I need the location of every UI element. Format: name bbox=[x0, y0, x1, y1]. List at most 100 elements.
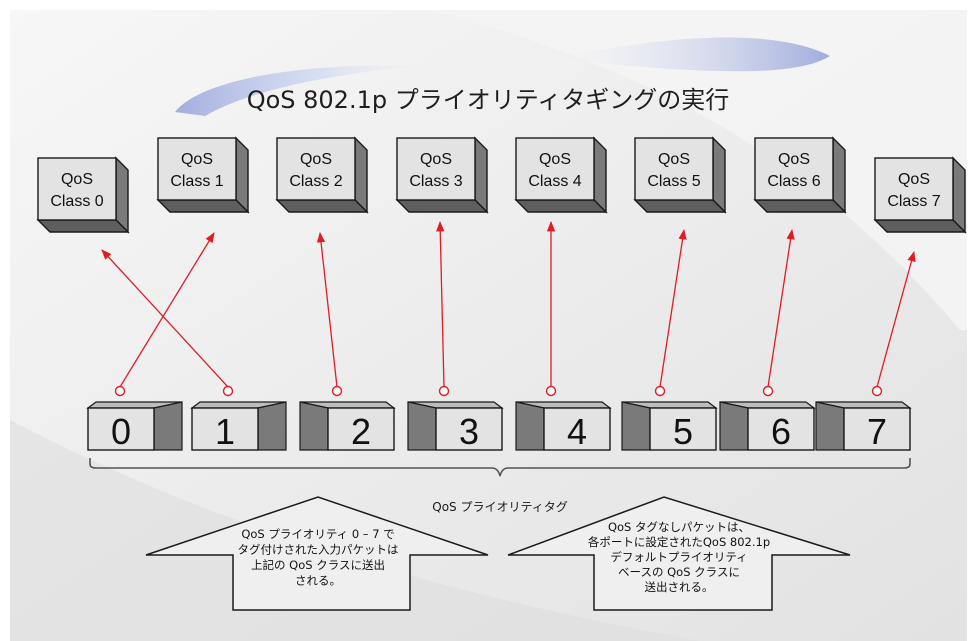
callout-right-shape bbox=[507, 496, 851, 611]
priority-tag-box-5: 5 bbox=[621, 401, 718, 452]
arrow-origin-dot bbox=[871, 385, 883, 397]
class-label-line1: QoS bbox=[898, 171, 930, 188]
mapping-arrow-2 bbox=[316, 231, 338, 388]
box-bottom-face bbox=[633, 199, 727, 213]
priority-tag-box-4: 4 bbox=[515, 401, 612, 452]
box-bottom-face bbox=[36, 219, 130, 233]
mapping-arrow-1 bbox=[101, 249, 229, 388]
box-front-face bbox=[874, 157, 954, 221]
swoosh-right bbox=[560, 37, 830, 72]
priority-tag-boxes: 0 1 2 3 4 5 6 7 bbox=[86, 401, 912, 452]
box-front-face bbox=[276, 137, 356, 201]
tag-side-face bbox=[407, 401, 437, 451]
tag-side-face bbox=[515, 401, 545, 451]
arrow-origin-dot bbox=[331, 385, 343, 397]
tag-number: 3 bbox=[459, 411, 479, 452]
tag-number: 1 bbox=[215, 411, 235, 452]
class-label-line1: QoS bbox=[539, 151, 571, 168]
qos-class-box-5: QoS Class 5 bbox=[633, 136, 727, 214]
priority-tag-box-2: 2 bbox=[299, 401, 396, 452]
priority-tag-box-3: 3 bbox=[407, 401, 504, 452]
tag-side-face bbox=[257, 401, 287, 451]
mapping-arrow-5 bbox=[659, 228, 687, 388]
background-swirl-bottom bbox=[10, 420, 700, 641]
box-front-face bbox=[515, 137, 595, 201]
tag-front-face bbox=[843, 407, 911, 451]
box-front-face bbox=[37, 157, 117, 221]
tag-side-face bbox=[815, 401, 845, 451]
tag-group-brace bbox=[89, 458, 911, 477]
tag-side-face bbox=[153, 401, 183, 451]
class-label-line2: Class 7 bbox=[887, 193, 940, 210]
mapping-arrow-6 bbox=[767, 228, 795, 388]
tag-number: 6 bbox=[771, 411, 791, 452]
tag-side-face bbox=[621, 401, 651, 451]
arrow-origin-dot bbox=[222, 385, 234, 397]
arrow-origin-dot bbox=[762, 385, 774, 397]
box-bottom-face bbox=[275, 199, 369, 213]
class-label-line2: Class 4 bbox=[528, 173, 581, 190]
priority-tag-box-0: 0 bbox=[86, 401, 183, 452]
class-label-line2: Class 0 bbox=[50, 193, 103, 210]
tag-side-face bbox=[299, 401, 329, 451]
class-label-line2: Class 2 bbox=[289, 173, 342, 190]
class-label-line2: Class 6 bbox=[767, 173, 820, 190]
box-bottom-face bbox=[873, 219, 967, 233]
box-front-face bbox=[754, 137, 834, 201]
tag-number: 0 bbox=[111, 411, 131, 452]
class-label-line2: Class 1 bbox=[170, 173, 223, 190]
qos-class-boxes: QoS Class 0 QoS Class 1 QoS Class 2 QoS Class 3… bbox=[36, 136, 967, 234]
qos-class-box-0: QoS Class 0 bbox=[36, 156, 130, 234]
class-label-line1: QoS bbox=[658, 151, 690, 168]
box-bottom-face bbox=[156, 199, 250, 213]
callout-1-line: デフォルトプライオリティ bbox=[610, 550, 747, 564]
qos-class-box-3: QoS Class 3 bbox=[395, 136, 489, 214]
tag-number: 7 bbox=[867, 411, 887, 452]
mapping-arrow-7 bbox=[876, 250, 916, 388]
box-bottom-face bbox=[514, 199, 608, 213]
class-label-line1: QoS bbox=[300, 151, 332, 168]
class-label-line1: QoS bbox=[61, 171, 93, 188]
background-swirl bbox=[430, 10, 967, 330]
class-label-line1: QoS bbox=[420, 151, 452, 168]
callout-left-shape bbox=[145, 496, 489, 611]
tag-front-face bbox=[543, 407, 611, 451]
arrow-origin-dot bbox=[654, 385, 666, 397]
qos-class-box-6: QoS Class 6 bbox=[753, 136, 847, 214]
qos-class-box-4: QoS Class 4 bbox=[514, 136, 608, 214]
callout-1-line: QoS タグなしパケットは、 bbox=[608, 520, 750, 534]
class-label-line2: Class 5 bbox=[647, 173, 700, 190]
tag-side-face bbox=[719, 401, 749, 451]
tag-front-face bbox=[435, 407, 503, 451]
box-front-face bbox=[396, 137, 476, 201]
mapping-arrow-3 bbox=[436, 220, 445, 388]
priority-tag-box-6: 6 bbox=[719, 401, 816, 452]
mapping-arrows bbox=[101, 220, 916, 397]
priority-tag-box-1: 1 bbox=[190, 401, 287, 452]
swoosh-left bbox=[175, 65, 420, 116]
arrow-origin-dot bbox=[545, 385, 557, 397]
tag-front-face bbox=[649, 407, 717, 451]
tag-front-face bbox=[191, 407, 259, 451]
tag-front-face bbox=[327, 407, 395, 451]
class-label-line2: Class 3 bbox=[409, 173, 462, 190]
tag-group-label: QoS プライオリティタグ bbox=[432, 500, 568, 514]
tag-front-face bbox=[747, 407, 815, 451]
arrow-origin-dot bbox=[114, 385, 126, 397]
callout-0-line: QoS プライオリティ 0 – 7 で bbox=[241, 527, 394, 541]
box-bottom-face bbox=[753, 199, 847, 213]
box-front-face bbox=[634, 137, 714, 201]
qos-class-box-2: QoS Class 2 bbox=[275, 136, 369, 214]
diagram-title: QoS 802.1p プライオリティタギングの実行 bbox=[247, 86, 730, 114]
box-front-face bbox=[157, 137, 237, 201]
tag-number: 4 bbox=[567, 411, 587, 452]
callout-0-line: タグ付けされた入力パケットは bbox=[238, 543, 399, 557]
box-bottom-face bbox=[395, 199, 489, 213]
callout-1-line: 各ポートに設定されたQoS 802.1p bbox=[588, 535, 770, 549]
class-label-line1: QoS bbox=[778, 151, 810, 168]
priority-tag-box-7: 7 bbox=[815, 401, 912, 452]
tag-number: 5 bbox=[673, 411, 693, 452]
